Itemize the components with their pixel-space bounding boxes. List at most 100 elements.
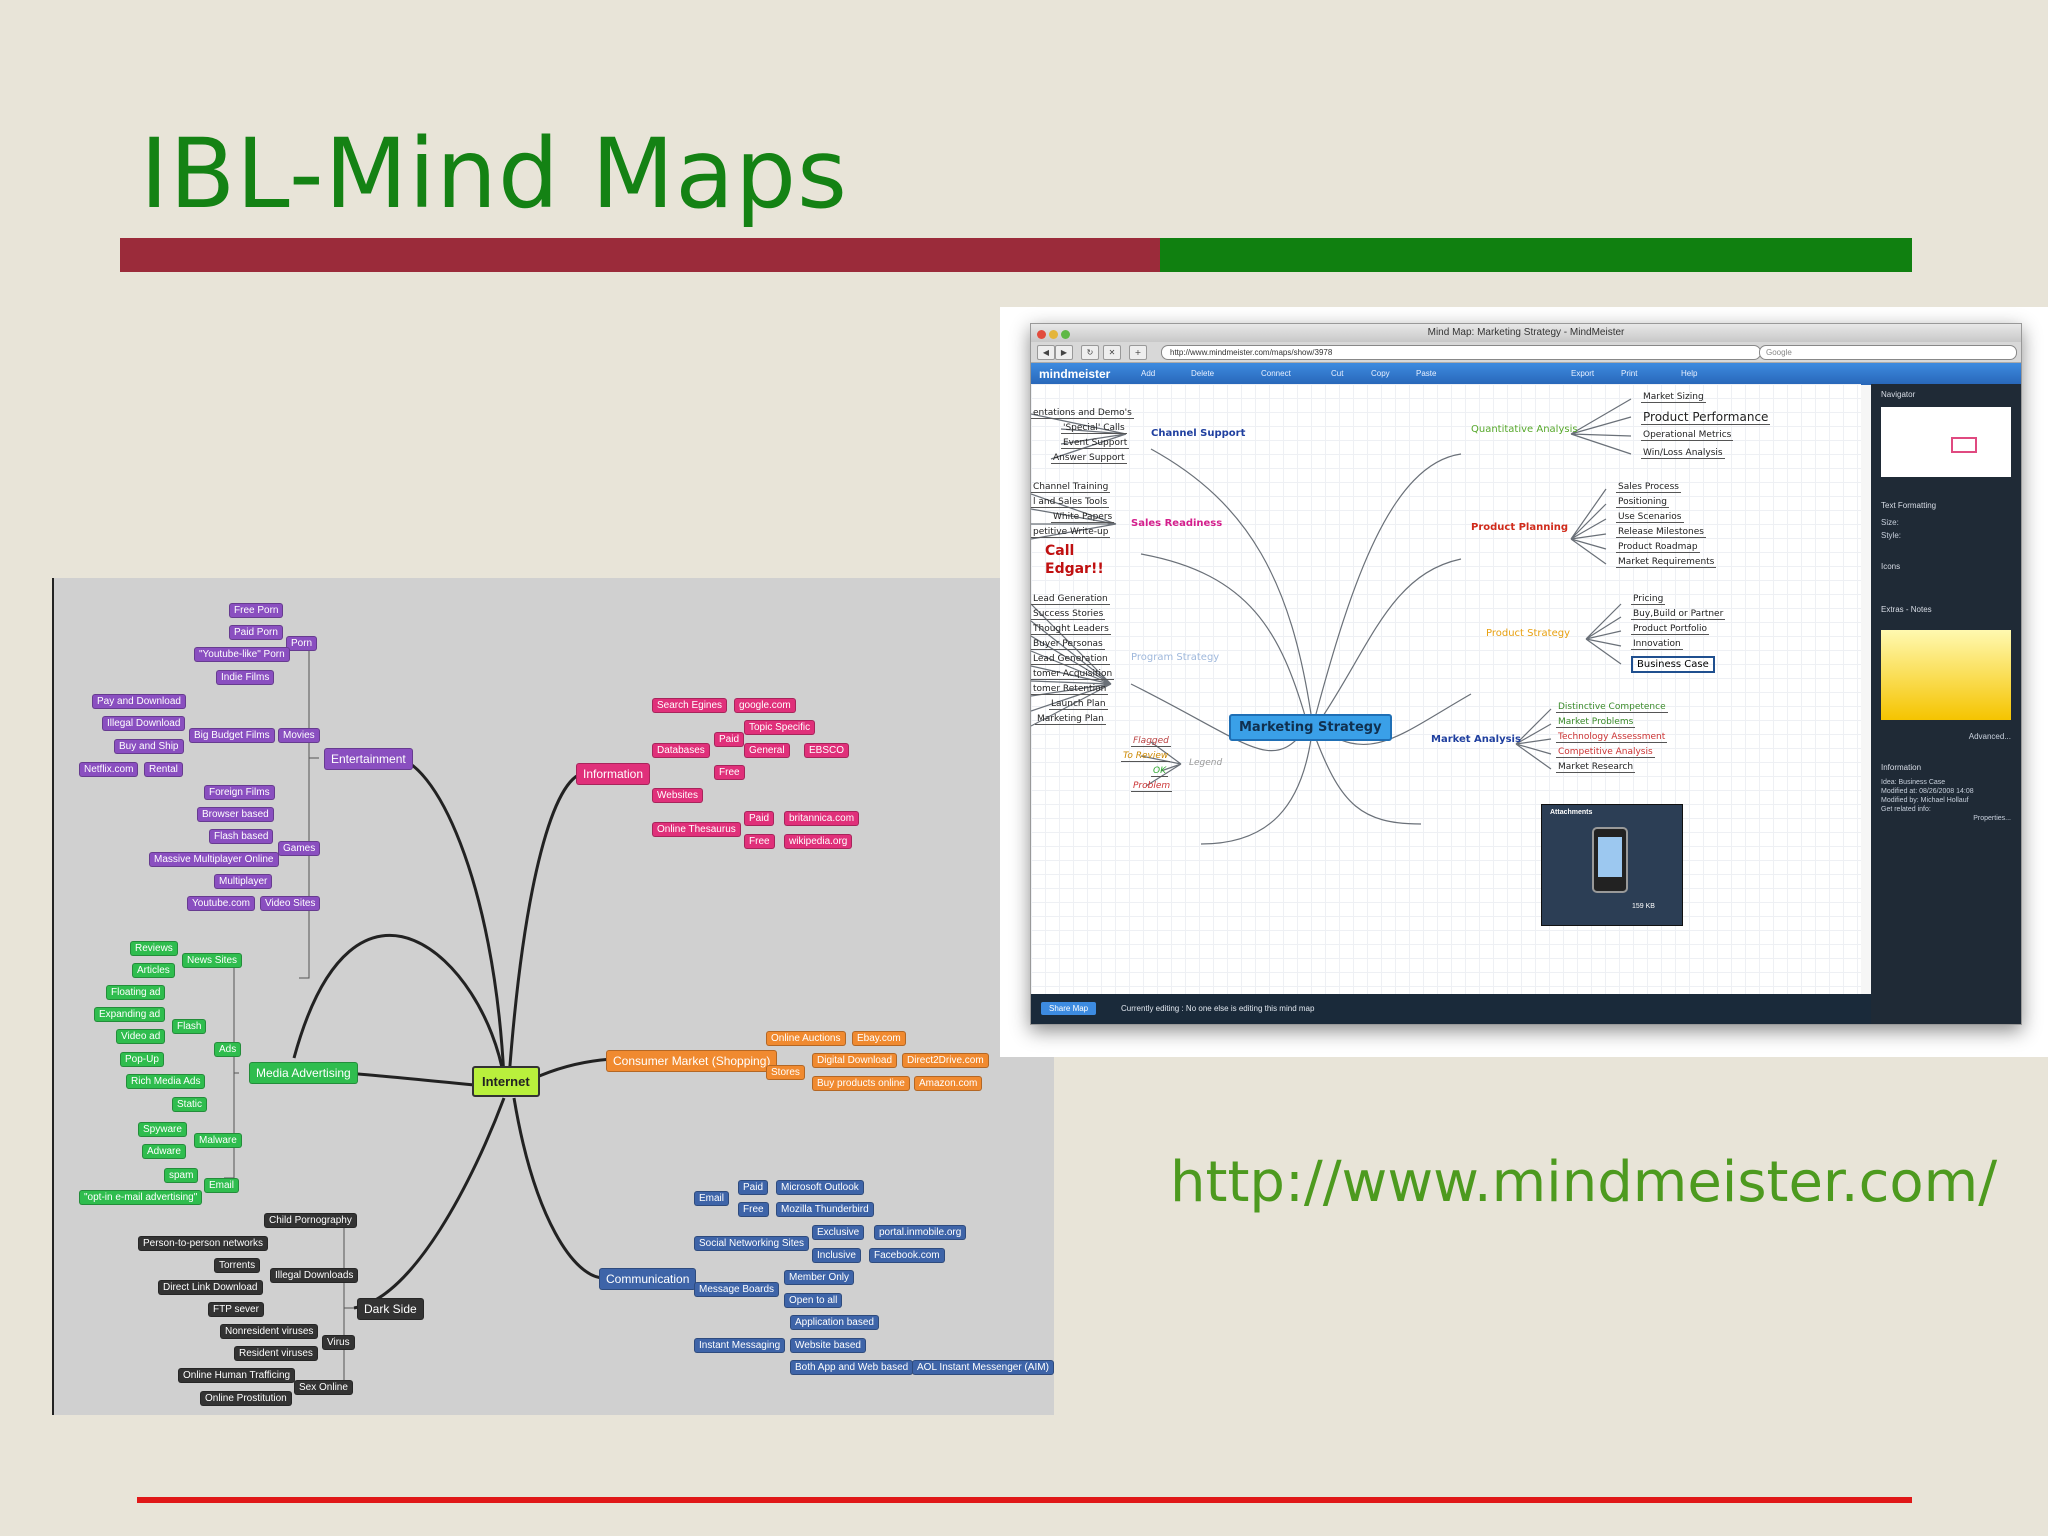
node-video-ad[interactable]: Video ad (116, 1029, 166, 1044)
navigator-thumbnail[interactable] (1881, 407, 2011, 477)
node-sex-online[interactable]: Sex Online (294, 1380, 353, 1395)
node-member-only[interactable]: Member Only (784, 1270, 855, 1285)
node-outlook[interactable]: Microsoft Outlook (776, 1180, 864, 1195)
node-comm-email[interactable]: Email (694, 1191, 730, 1206)
window-controls[interactable] (1037, 328, 1073, 346)
minimize-dot-icon[interactable] (1049, 330, 1058, 339)
forward-icon[interactable]: ▶ (1055, 345, 1073, 360)
market-item-5[interactable]: Market Research (1556, 762, 1636, 773)
node-pop-up[interactable]: Pop-Up (120, 1052, 164, 1067)
market-item-2[interactable]: Market Problems (1556, 717, 1636, 728)
text-formatting-header[interactable]: Text Formatting (1881, 501, 1937, 510)
planning-item-5[interactable]: Product Roadmap (1616, 542, 1700, 553)
zoom-dot-icon[interactable] (1061, 330, 1070, 339)
mind-map-canvas[interactable]: Marketing Strategy Channel Support entat… (1031, 384, 1861, 994)
node-resident-viruses[interactable]: Resident viruses (234, 1346, 318, 1361)
node-p2p-networks[interactable]: Person-to-person networks (138, 1236, 269, 1251)
node-rental[interactable]: Rental (144, 762, 183, 777)
node-online-prostitution[interactable]: Online Prostitution (200, 1391, 292, 1406)
node-databases-free[interactable]: Free (714, 765, 745, 780)
node-ebay[interactable]: Ebay.com (852, 1031, 906, 1046)
channel-item-3[interactable]: Event Support (1061, 438, 1130, 449)
node-email-paid[interactable]: Paid (738, 1180, 769, 1195)
node-dark-side[interactable]: Dark Side (357, 1298, 424, 1320)
node-social-networking[interactable]: Social Networking Sites (694, 1236, 810, 1251)
legend-to-review[interactable]: To Review (1121, 751, 1171, 762)
quant-item-4[interactable]: Win/Loss Analysis (1641, 448, 1725, 459)
node-general[interactable]: General (744, 743, 790, 758)
node-databases-paid[interactable]: Paid (714, 732, 745, 747)
mindmeister-url[interactable]: http://www.mindmeister.com/ (1170, 1150, 1998, 1215)
legend-ok[interactable]: OK (1151, 766, 1168, 777)
program-item-6[interactable]: tomer Acquisition (1031, 669, 1115, 680)
node-static[interactable]: Static (172, 1097, 208, 1112)
node-massive-multiplayer[interactable]: Massive Multiplayer Online (149, 852, 279, 867)
help-button[interactable]: Help (1681, 369, 1698, 378)
node-nonresident-viruses[interactable]: Nonresident viruses (220, 1324, 319, 1339)
node-youtube-like-porn[interactable]: "Youtube-like" Porn (194, 647, 290, 662)
program-item-8[interactable]: Launch Plan (1049, 699, 1108, 710)
node-inclusive[interactable]: Inclusive (812, 1248, 861, 1263)
navigator-header[interactable]: Navigator (1881, 390, 1916, 399)
node-portal-inmobile[interactable]: portal.inmobile.org (874, 1225, 967, 1240)
paste-button[interactable]: Paste (1416, 369, 1437, 378)
node-ads[interactable]: Ads (214, 1042, 242, 1057)
root-node-internet[interactable]: Internet (472, 1066, 540, 1097)
topic-sales-readiness[interactable]: Sales Readiness (1131, 518, 1223, 529)
node-databases[interactable]: Databases (652, 743, 710, 758)
market-item-4[interactable]: Competitive Analysis (1556, 747, 1655, 758)
close-dot-icon[interactable] (1037, 330, 1046, 339)
strategy-item-1[interactable]: Pricing (1631, 594, 1666, 605)
central-topic-marketing-strategy[interactable]: Marketing Strategy (1229, 714, 1392, 741)
node-consumer-market[interactable]: Consumer Market (Shopping) (606, 1050, 778, 1072)
add-button[interactable]: Add (1141, 369, 1156, 378)
node-big-budget-films[interactable]: Big Budget Films (189, 728, 275, 743)
planning-item-6[interactable]: Market Requirements (1616, 557, 1717, 568)
channel-item-2[interactable]: 'Special' Calls (1061, 423, 1127, 434)
market-item-1[interactable]: Distinctive Competence (1556, 702, 1668, 713)
node-buy-products-online[interactable]: Buy products online (812, 1076, 910, 1091)
node-expanding-ad[interactable]: Expanding ad (94, 1007, 166, 1022)
node-floating-ad[interactable]: Floating ad (106, 985, 166, 1000)
reload-icon[interactable]: ↻ (1081, 345, 1099, 360)
node-entertainment[interactable]: Entertainment (324, 748, 413, 770)
program-item-3[interactable]: Thought Leaders (1031, 624, 1111, 635)
properties-link[interactable]: Properties... (1973, 815, 2011, 822)
program-item-7[interactable]: tomer Retention (1031, 684, 1109, 695)
node-spam[interactable]: spam (164, 1168, 199, 1183)
node-movies[interactable]: Movies (278, 728, 320, 743)
node-ftp-sever[interactable]: FTP sever (208, 1302, 264, 1317)
iphone-thumbnail[interactable] (1592, 827, 1628, 893)
topic-product-planning[interactable]: Product Planning (1471, 522, 1569, 533)
information-header[interactable]: Information (1881, 763, 1922, 772)
node-malware[interactable]: Malware (194, 1133, 242, 1148)
node-articles[interactable]: Articles (132, 963, 175, 978)
export-button[interactable]: Export (1571, 369, 1595, 378)
address-bar[interactable]: http://www.mindmeister.com/maps/show/397… (1161, 345, 1761, 360)
sales-item-2[interactable]: l and Sales Tools (1031, 497, 1110, 508)
node-foreign-films[interactable]: Foreign Films (204, 785, 275, 800)
strategy-item-business-case[interactable]: Business Case (1631, 656, 1715, 673)
node-multiplayer[interactable]: Multiplayer (214, 874, 273, 889)
node-facebook[interactable]: Facebook.com (869, 1248, 945, 1263)
icons-header[interactable]: Icons (1881, 562, 1901, 571)
node-illegal-downloads[interactable]: Illegal Downloads (270, 1268, 359, 1283)
program-item-4[interactable]: Buyer Personas (1031, 639, 1105, 650)
strategy-item-4[interactable]: Innovation (1631, 639, 1683, 650)
extras-notes-header[interactable]: Extras - Notes (1881, 605, 1932, 614)
node-thesaurus-paid[interactable]: Paid (744, 811, 775, 826)
strategy-item-3[interactable]: Product Portfolio (1631, 624, 1710, 635)
share-map-button[interactable]: Share Map (1041, 1002, 1097, 1015)
sales-item-4[interactable]: petitive Write-up (1031, 527, 1111, 538)
node-free-porn[interactable]: Free Porn (229, 603, 284, 618)
sales-item-3[interactable]: White Papers (1051, 512, 1115, 523)
node-games[interactable]: Games (278, 841, 321, 856)
node-message-boards[interactable]: Message Boards (694, 1282, 780, 1297)
program-item-2[interactable]: Success Stories (1031, 609, 1106, 620)
node-topic-specific[interactable]: Topic Specific (744, 720, 816, 735)
node-website-based[interactable]: Website based (790, 1338, 866, 1353)
node-thesaurus-free[interactable]: Free (744, 834, 775, 849)
market-item-3[interactable]: Technology Assessment (1556, 732, 1668, 743)
node-search-engines[interactable]: Search Egines (652, 698, 728, 713)
sales-item-1[interactable]: Channel Training (1031, 482, 1111, 493)
